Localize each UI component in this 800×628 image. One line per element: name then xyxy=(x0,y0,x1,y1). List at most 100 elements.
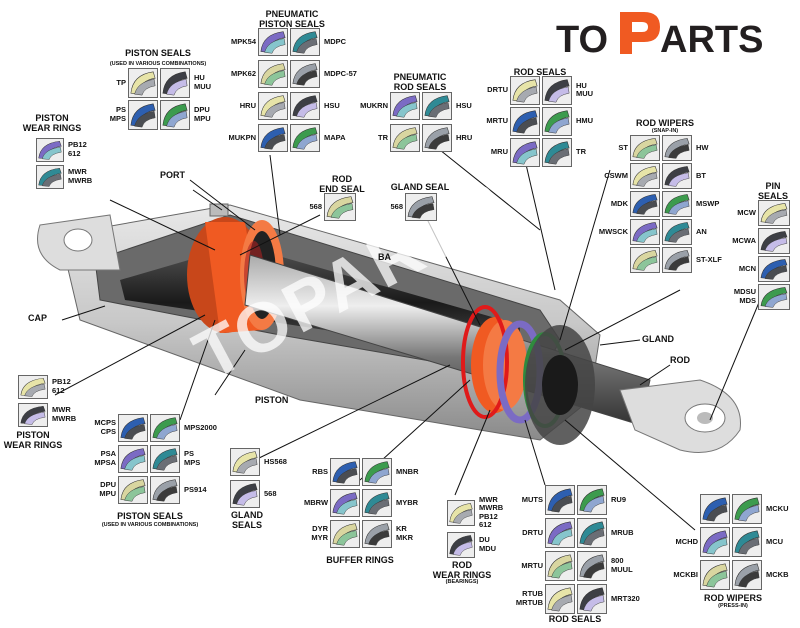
seal-image[interactable] xyxy=(447,532,475,558)
seal-image[interactable] xyxy=(118,445,148,473)
seal-image[interactable] xyxy=(732,560,762,590)
seal-image[interactable] xyxy=(545,485,575,515)
part-number: DPU MPU xyxy=(194,105,211,123)
seal-image[interactable] xyxy=(732,494,762,524)
seal-image[interactable] xyxy=(290,92,320,120)
seal-image[interactable] xyxy=(18,403,48,427)
part-number: HS568 xyxy=(264,456,287,466)
part-number: BT xyxy=(696,170,706,180)
seal-image[interactable] xyxy=(447,500,475,526)
seal-image[interactable] xyxy=(330,520,360,548)
seal-image[interactable] xyxy=(160,100,190,130)
part-number: MRU xyxy=(490,147,508,157)
part-number: MRT320 xyxy=(611,593,640,603)
seal-image[interactable] xyxy=(118,476,148,504)
seal-image[interactable] xyxy=(700,560,730,590)
port-label: PORT xyxy=(160,170,186,180)
seal-image[interactable] xyxy=(577,485,607,515)
seal-profile-icon xyxy=(631,220,659,244)
seal-image[interactable] xyxy=(758,228,790,254)
part-number: MRTU xyxy=(486,116,508,126)
gland xyxy=(461,305,595,445)
seal-image[interactable] xyxy=(542,138,572,167)
seal-image[interactable] xyxy=(390,124,420,152)
seal-image[interactable] xyxy=(422,92,452,120)
seal-image[interactable] xyxy=(630,135,660,161)
seal-image[interactable] xyxy=(150,476,180,504)
seal-image[interactable] xyxy=(258,60,288,88)
seal-image[interactable] xyxy=(160,68,190,98)
group-title: PISTON SEALS xyxy=(125,48,191,58)
seal-image[interactable] xyxy=(405,193,437,221)
seal-image[interactable] xyxy=(545,551,575,581)
seal-image[interactable] xyxy=(258,92,288,120)
seal-profile-icon xyxy=(363,490,391,516)
seal-image[interactable] xyxy=(700,527,730,557)
part-number: MBRW xyxy=(304,497,329,507)
seal-image[interactable] xyxy=(510,138,540,167)
part-number: RBS xyxy=(312,466,328,476)
seal-image[interactable] xyxy=(118,414,148,442)
part-number: PB12 612 xyxy=(52,377,71,395)
seal-image[interactable] xyxy=(510,76,540,105)
seal-image[interactable] xyxy=(630,219,660,245)
seal-image[interactable] xyxy=(577,518,607,548)
seal-image[interactable] xyxy=(732,527,762,557)
seal-image[interactable] xyxy=(542,107,572,136)
group-title: ROD WIPERS xyxy=(703,593,762,603)
seal-profile-icon xyxy=(363,521,391,547)
seal-image[interactable] xyxy=(662,219,692,245)
seal-profile-icon xyxy=(37,166,63,188)
seal-image[interactable] xyxy=(577,551,607,581)
seal-image[interactable] xyxy=(290,124,320,152)
seal-image[interactable] xyxy=(290,28,320,56)
seal-image[interactable] xyxy=(662,191,692,217)
seal-image[interactable] xyxy=(662,163,692,189)
seal-image[interactable] xyxy=(545,518,575,548)
seal-image[interactable] xyxy=(422,124,452,152)
seal-profile-icon xyxy=(291,61,319,87)
seal-image[interactable] xyxy=(150,445,180,473)
seal-image[interactable] xyxy=(510,107,540,136)
seal-profile-icon xyxy=(151,446,179,472)
seal-image[interactable] xyxy=(662,135,692,161)
group-title: PNEUMATIC PISTON SEALS xyxy=(259,9,325,29)
seal-image[interactable] xyxy=(258,124,288,152)
part-number: MCHD xyxy=(675,536,699,546)
seal-image[interactable] xyxy=(18,375,48,399)
seal-profile-icon xyxy=(129,101,157,129)
seal-image[interactable] xyxy=(758,256,790,282)
part-number: MWR MWRB PB12 612 xyxy=(479,494,504,530)
seal-image[interactable] xyxy=(324,193,356,221)
seal-image[interactable] xyxy=(362,489,392,517)
seal-image[interactable] xyxy=(630,163,660,189)
seal-image[interactable] xyxy=(36,165,64,189)
seal-image[interactable] xyxy=(362,520,392,548)
seal-profile-icon xyxy=(546,585,574,613)
seal-image[interactable] xyxy=(290,60,320,88)
seal-image[interactable] xyxy=(700,494,730,524)
svg-text:ARTS: ARTS xyxy=(660,19,763,58)
seal-image[interactable] xyxy=(758,284,790,310)
seal-image[interactable] xyxy=(128,100,158,130)
seal-image[interactable] xyxy=(630,191,660,217)
seal-image[interactable] xyxy=(36,138,64,162)
seal-profile-icon xyxy=(423,93,451,119)
seal-image[interactable] xyxy=(230,448,260,476)
seal-image[interactable] xyxy=(542,76,572,105)
seal-image[interactable] xyxy=(330,489,360,517)
seal-image[interactable] xyxy=(258,28,288,56)
seal-profile-icon xyxy=(543,139,571,166)
seal-image[interactable] xyxy=(758,200,790,226)
seal-image[interactable] xyxy=(662,247,692,273)
seal-image[interactable] xyxy=(150,414,180,442)
seal-image[interactable] xyxy=(545,584,575,614)
seal-image[interactable] xyxy=(330,458,360,486)
seal-image[interactable] xyxy=(128,68,158,98)
seal-image[interactable] xyxy=(630,247,660,273)
seal-image[interactable] xyxy=(362,458,392,486)
part-number: MCW xyxy=(737,207,756,217)
seal-image[interactable] xyxy=(230,480,260,508)
seal-image[interactable] xyxy=(577,584,607,614)
seal-image[interactable] xyxy=(390,92,420,120)
